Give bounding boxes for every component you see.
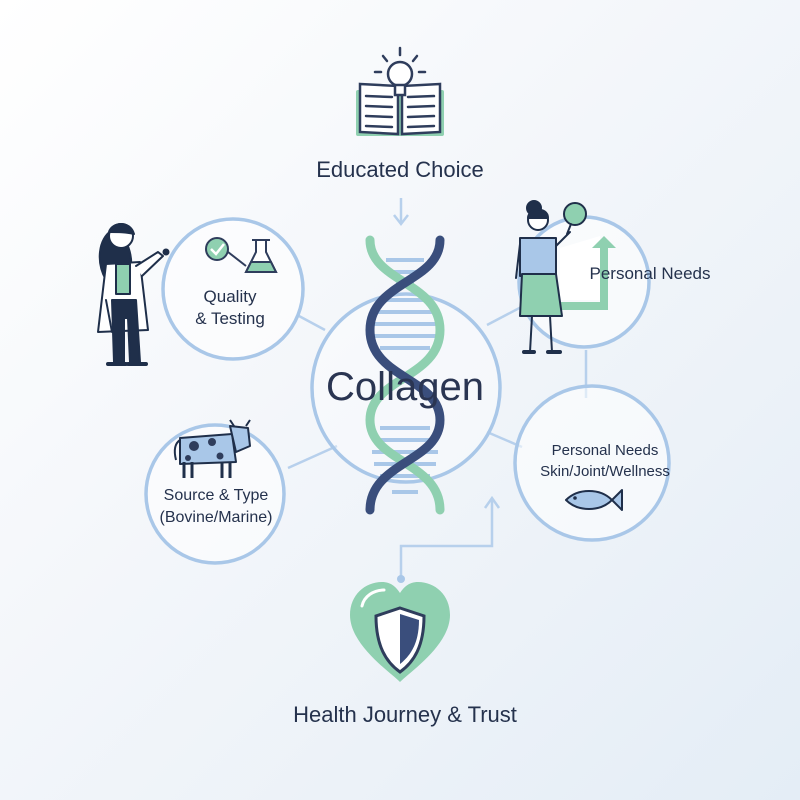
checkmark-icon [205,237,229,261]
personal-needs-detail-circle [513,384,671,542]
flask-icon [244,239,278,273]
source-line-2: (Bovine/Marine) [159,509,273,526]
dna-helix-icon [365,235,445,515]
heart-shield-icon [350,582,450,682]
personal-needs-detail-line-1: Personal Needs [551,442,659,459]
collagen-label: Collagen [326,365,484,409]
educated-choice-label: Educated Choice [316,157,484,182]
fish-icon [565,489,623,511]
quality-line-1: Quality [203,287,257,306]
personal-needs-detail-label: Personal Needs Skin/Joint/Wellness [520,440,690,482]
cow-icon [173,419,251,478]
scientist-illustration [97,223,170,366]
collagen-circle [310,292,502,484]
source-line-1: Source & Type [163,487,269,504]
arrow-head-top [393,214,409,227]
source-type-label: Source & Type (Bovine/Marine) [146,485,286,529]
connector-source [287,444,338,470]
connectors [287,198,588,583]
health-journey-label: Health Journey & Trust [293,702,517,727]
connector-quality [298,314,326,332]
quality-testing-label: Quality & Testing [170,286,290,330]
connector-dot [397,575,405,583]
book-lightbulb-icon [356,46,444,136]
arrow-head-heart [483,495,501,509]
link-line [227,251,247,267]
personal-needs-label: Personal Needs [589,264,711,283]
woman-magnifier-illustration [515,200,616,354]
quality-line-2: & Testing [195,309,265,328]
personal-needs-detail-line-2: Skin/Joint/Wellness [540,463,670,480]
connector-heart-path [399,500,494,577]
